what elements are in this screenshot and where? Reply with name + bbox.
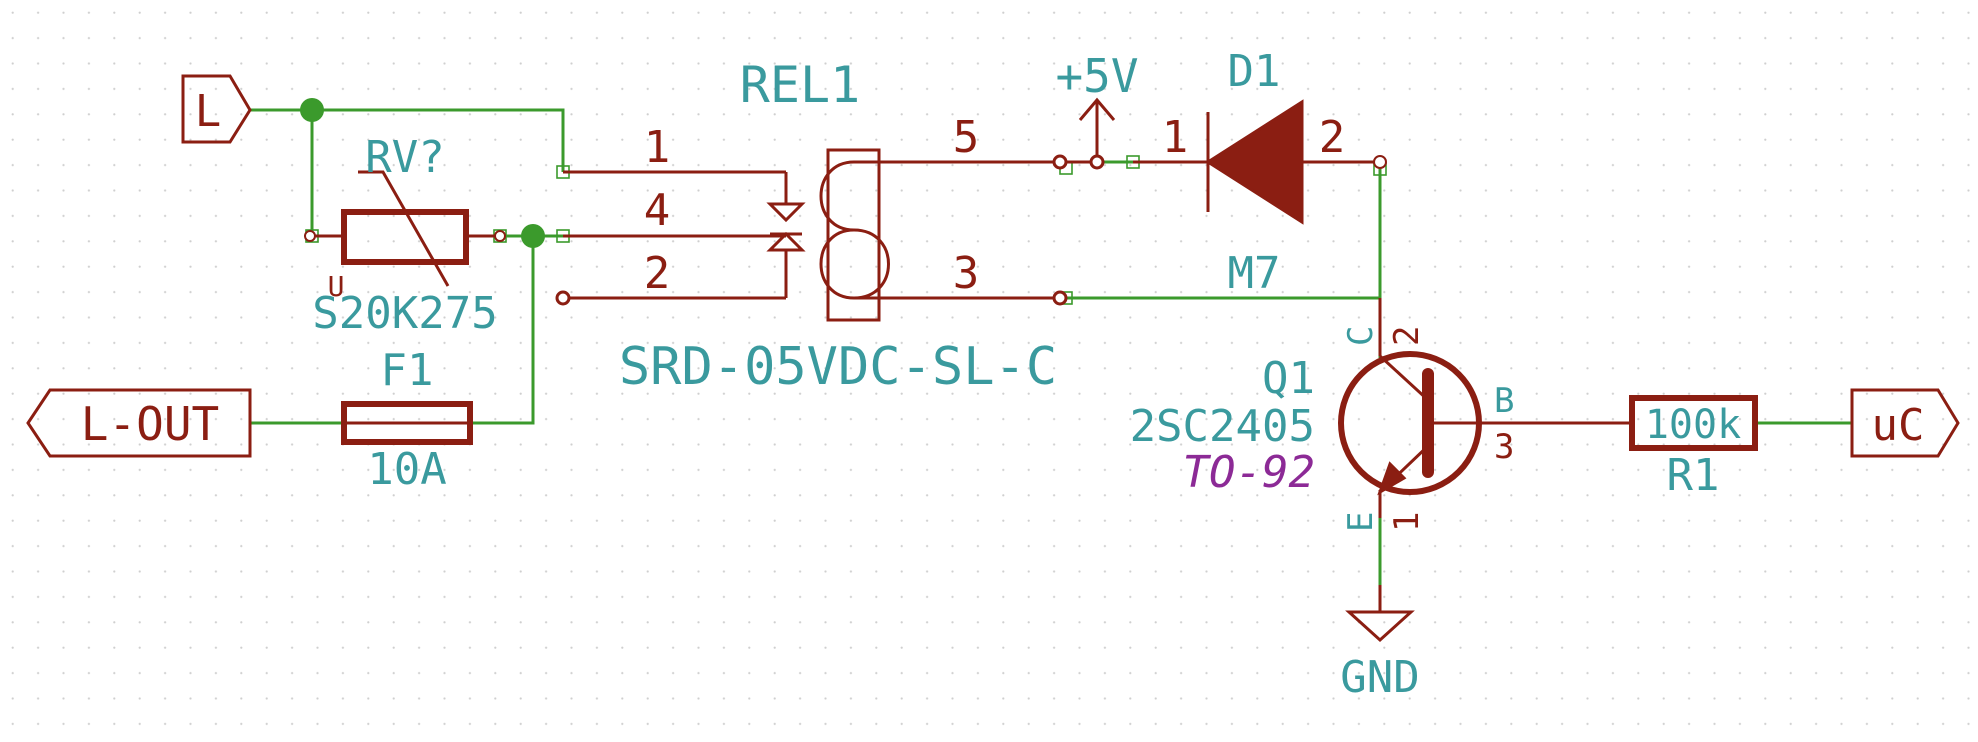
- resistor-ref: R1: [1667, 450, 1720, 501]
- power-5v-label: +5V: [1055, 49, 1138, 103]
- fuse-value: 10A: [367, 444, 446, 495]
- varistor-rv[interactable]: U: [304, 170, 506, 303]
- port-l[interactable]: L: [181, 74, 252, 144]
- transistor-pin-e-num: 1: [1387, 512, 1427, 532]
- transistor-pin-b-name: B: [1494, 381, 1514, 421]
- transistor-ref: Q1: [1262, 353, 1315, 404]
- transistor-q1[interactable]: [1338, 298, 1566, 518]
- transistor-footprint: TO-92: [1183, 447, 1315, 498]
- wire-l-to-relay-pin1[interactable]: [250, 108, 565, 172]
- varistor-ref: RV?: [365, 132, 444, 183]
- transistor-value: 2SC2405: [1130, 401, 1315, 452]
- port-l-out[interactable]: L-OUT: [26, 388, 252, 458]
- diode-d1[interactable]: [1133, 99, 1387, 225]
- diode-ref: D1: [1228, 46, 1281, 97]
- relay-ref: REL1: [740, 56, 860, 114]
- port-l-out-label: L-OUT: [81, 397, 219, 451]
- transistor-pin-e-name: E: [1341, 512, 1381, 532]
- relay-pin-1: 1: [644, 122, 671, 173]
- junction-dot: [521, 224, 545, 248]
- varistor-value: S20K275: [312, 288, 497, 339]
- relay-pin-4: 4: [644, 185, 671, 236]
- port-uc[interactable]: uC: [1850, 388, 1960, 458]
- power-5v-symbol[interactable]: [1066, 97, 1116, 170]
- gnd-label: GND: [1340, 652, 1419, 703]
- transistor-pin-c-name: C: [1341, 326, 1381, 346]
- junction-dot: [300, 98, 324, 122]
- relay-pin-5: 5: [953, 112, 980, 163]
- gnd-symbol[interactable]: [1345, 585, 1415, 643]
- fuse-f1[interactable]: [341, 401, 473, 445]
- relay-pin-3: 3: [953, 248, 980, 299]
- port-l-label: L: [195, 86, 222, 137]
- diode-pin-1: 1: [1162, 112, 1189, 163]
- varistor-unit-mark: U: [328, 270, 345, 303]
- relay-value: SRD-05VDC-SL-C: [619, 337, 1057, 397]
- net-label-m7[interactable]: M7: [1228, 248, 1281, 299]
- relay-rel1[interactable]: [555, 148, 1068, 322]
- wire-junction-to-fuse[interactable]: [470, 236, 535, 425]
- relay-pin-2: 2: [644, 248, 671, 299]
- resistor-value: 100k: [1645, 402, 1741, 448]
- port-uc-label: uC: [1872, 400, 1925, 451]
- transistor-pin-c-num: 2: [1387, 326, 1427, 346]
- diode-pin-2: 2: [1319, 112, 1346, 163]
- transistor-pin-b-num: 3: [1494, 427, 1514, 467]
- fuse-ref: F1: [381, 345, 434, 396]
- resistor-r1[interactable]: 100k: [1566, 395, 1758, 451]
